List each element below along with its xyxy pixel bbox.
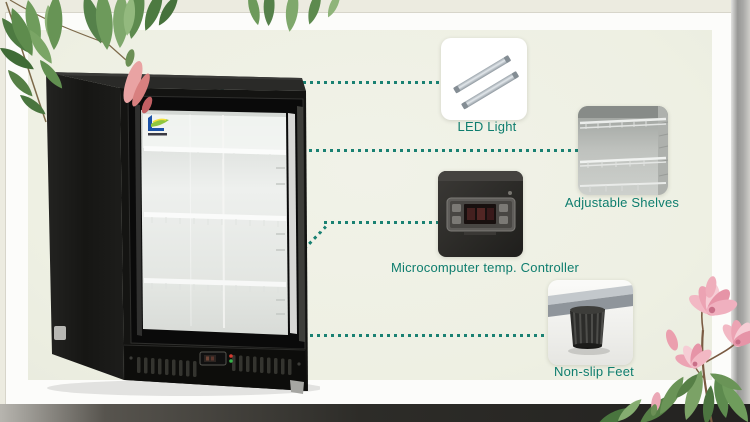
led-light-image [441,38,527,120]
vent-grille-right [232,355,292,375]
brand-logo-icon [148,115,169,136]
callout-line-shelves [204,149,578,152]
fridge-product-image [40,58,320,398]
shelf-2 [144,212,286,227]
non-slip-feet-label: Non-slip Feet [554,364,634,379]
callout-line-controller [324,221,438,224]
temp-controller-label: Microcomputer temp. Controller [390,260,580,275]
shelf-3 [144,278,286,293]
fridge-foot-back [54,326,66,340]
shelf-1 [144,146,286,161]
led-tube-2 [461,71,519,110]
foot-cylinder [570,306,605,349]
non-slip-feet-image [548,280,633,365]
adjustable-shelves-label: Adjustable Shelves [564,195,680,210]
adjustable-shelves-image [578,106,668,195]
led-tube-1 [453,55,511,94]
led-light-label: LED Light [457,119,517,134]
fridge-temp-display [199,351,233,366]
callout-line-feet [296,334,548,337]
fridge-foot-front [290,380,304,394]
temp-controller-image [438,171,523,257]
vent-grille-left [137,357,197,377]
photo-right-edge-shadow [731,0,750,422]
photo-bottom-edge-shadow [0,404,750,422]
controller-device [446,197,516,235]
fridge-graphic [46,72,320,396]
callout-line-led [240,81,443,84]
